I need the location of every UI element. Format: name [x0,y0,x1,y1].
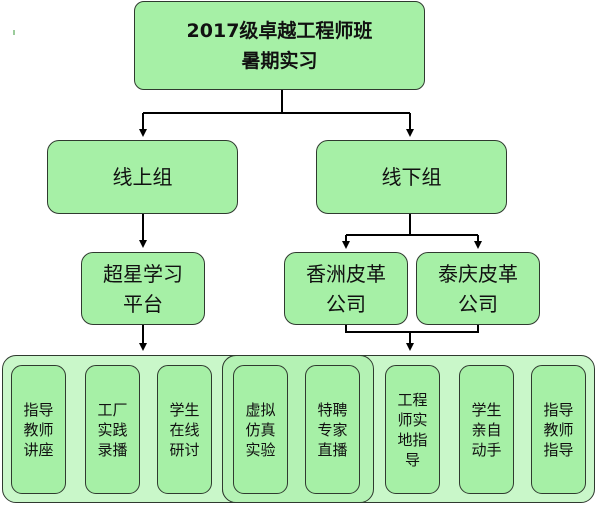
activity-label: 工厂实践录播 [97,400,128,459]
activity-label: 工程师实地指导 [397,390,428,469]
online-group-label: 线上组 [112,165,173,189]
activity-node: 工程师实地指导 [385,365,440,494]
activity-label: 虚拟仿真实验 [245,400,276,459]
online-group-node: 线上组 [47,140,238,214]
corner-mark [13,30,15,35]
activity-label: 特聘专家直播 [317,400,348,459]
activity-label: 学生亲自动手 [471,400,502,459]
xiangzhou-node: 香洲皮革 公司 [284,252,408,325]
chaoxing-line2: 平台 [123,291,163,316]
taiqing-line2: 公司 [458,291,498,316]
root-node: 2017级卓越工程师班 暑期实习 [134,1,425,90]
activity-node: 学生在线研讨 [157,365,212,494]
activity-node: 学生亲自动手 [459,365,514,494]
activity-node: 指导教师讲座 [11,365,66,494]
xiangzhou-line1: 香洲皮革 [306,261,386,286]
activity-label: 指导教师指导 [543,400,574,459]
chaoxing-node: 超星学习 平台 [81,252,205,325]
activity-node: 指导教师指导 [531,365,586,494]
xiangzhou-line2: 公司 [326,291,366,316]
companies-join [345,325,479,333]
activity-node: 工厂实践录播 [85,365,140,494]
activity-node: 虚拟仿真实验 [233,365,288,494]
activity-node: 特聘专家直播 [305,365,360,494]
taiqing-node: 泰庆皮革 公司 [416,252,540,325]
offline-group-node: 线下组 [316,140,507,214]
activity-label: 指导教师讲座 [23,400,54,459]
chaoxing-line1: 超星学习 [103,261,183,286]
activity-label: 学生在线研讨 [169,400,200,459]
taiqing-line1: 泰庆皮革 [438,261,518,286]
root-title-line2: 暑期实习 [241,49,318,72]
root-title-line1: 2017级卓越工程师班 [186,19,373,42]
offline-group-label: 线下组 [381,165,442,189]
